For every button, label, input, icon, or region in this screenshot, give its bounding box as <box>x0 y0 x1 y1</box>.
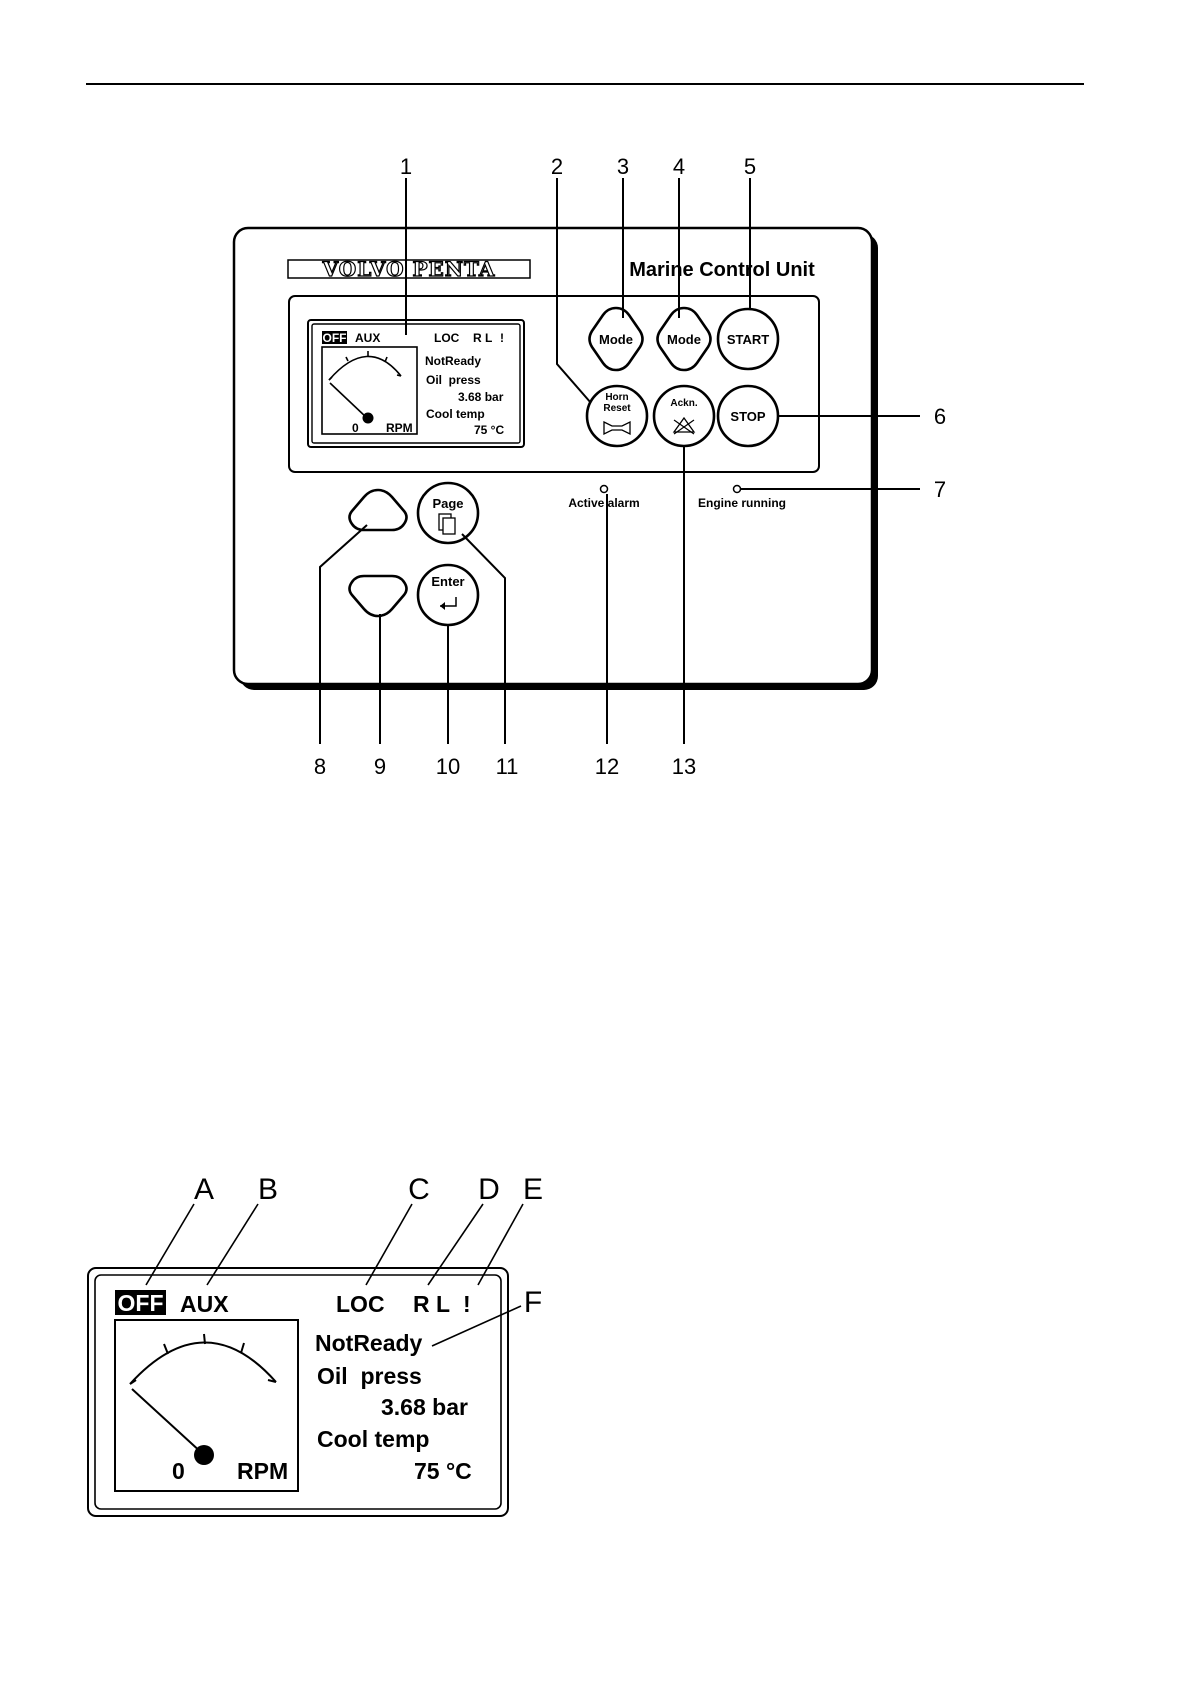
enter-button[interactable]: Enter <box>418 565 478 625</box>
big-status-text: NotReady <box>315 1330 423 1356</box>
start-button[interactable]: START <box>718 309 778 369</box>
cool-temp-label: Cool temp <box>426 407 485 421</box>
callout-5: 5 <box>744 154 756 179</box>
reset-label: Reset <box>603 403 631 414</box>
big-rpm-unit: RPM <box>237 1458 288 1484</box>
unit-title: Marine Control Unit <box>629 259 815 281</box>
loc-text: LOC <box>434 331 460 345</box>
horn-reset-button[interactable]: Horn Reset <box>587 386 647 446</box>
enlarged-display: OFF AUX LOC R L ! 0 RPM NotReady Oil pre… <box>88 1268 508 1516</box>
acknowledge-button[interactable]: Ackn. <box>654 386 714 446</box>
big-rpm-value: 0 <box>172 1458 185 1484</box>
lcd-display: OFF AUX LOC R L ! 0 RPM NotReady Oil pre… <box>308 320 524 447</box>
big-oil-press-value: 3.68 bar <box>381 1394 468 1420</box>
callout-C: C <box>408 1173 430 1206</box>
active-alarm-label: Active alarm <box>568 496 639 510</box>
rl-text: R L <box>473 331 492 345</box>
big-needle-pivot <box>194 1445 214 1465</box>
start-label: START <box>727 332 769 347</box>
oil-press-value: 3.68 bar <box>458 390 504 404</box>
callout-12: 12 <box>595 754 619 779</box>
rpm-value: 0 <box>352 421 359 435</box>
aux-text: AUX <box>355 331 380 345</box>
oil-press-label: Oil press <box>426 373 481 387</box>
big-loc-text: LOC <box>336 1291 385 1317</box>
ackn-label: Ackn. <box>670 398 697 409</box>
big-excl-text: ! <box>463 1291 471 1317</box>
callout-9: 9 <box>374 754 386 779</box>
callout-3: 3 <box>617 154 629 179</box>
callout-E: E <box>523 1173 543 1206</box>
active-alarm-led <box>601 486 608 493</box>
callout-2: 2 <box>551 154 563 179</box>
callout-B: B <box>258 1173 278 1206</box>
status-text: NotReady <box>425 354 481 368</box>
volvo-penta-logo: VOLVO PENTA <box>288 257 530 281</box>
callout-13: 13 <box>672 754 696 779</box>
callout-F: F <box>524 1286 542 1319</box>
callout-8: 8 <box>314 754 326 779</box>
rpm-unit: RPM <box>386 421 413 435</box>
callout-7: 7 <box>934 477 946 502</box>
callout-1: 1 <box>400 154 412 179</box>
big-off-text: OFF <box>118 1290 164 1316</box>
mode-1-label: Mode <box>599 332 633 347</box>
callout-D: D <box>478 1173 500 1206</box>
stop-label: STOP <box>730 409 765 424</box>
big-oil-press-label: Oil press <box>317 1363 422 1389</box>
brand-text: VOLVO PENTA <box>322 257 496 281</box>
big-rl-text: R L <box>413 1291 450 1317</box>
callout-10: 10 <box>436 754 460 779</box>
big-cool-temp-value: 75 °C <box>414 1458 472 1484</box>
page-button[interactable]: Page <box>418 483 478 543</box>
big-aux-text: AUX <box>180 1291 229 1317</box>
stop-button[interactable]: STOP <box>718 386 778 446</box>
callout-A: A <box>194 1173 214 1206</box>
alarm-excl-text: ! <box>500 331 504 345</box>
engine-running-label: Engine running <box>698 496 786 510</box>
callout-6: 6 <box>934 404 946 429</box>
cool-temp-value: 75 °C <box>474 423 504 437</box>
needle-pivot <box>363 413 374 424</box>
horn-label: Horn <box>605 392 628 403</box>
callout-11: 11 <box>496 754 519 779</box>
engine-running-led <box>734 486 741 493</box>
enter-label: Enter <box>431 574 464 589</box>
callout-4: 4 <box>673 154 685 179</box>
page-label: Page <box>432 496 463 511</box>
off-text: OFF <box>323 331 347 345</box>
mode-2-label: Mode <box>667 332 701 347</box>
big-cool-temp-label: Cool temp <box>317 1426 429 1452</box>
